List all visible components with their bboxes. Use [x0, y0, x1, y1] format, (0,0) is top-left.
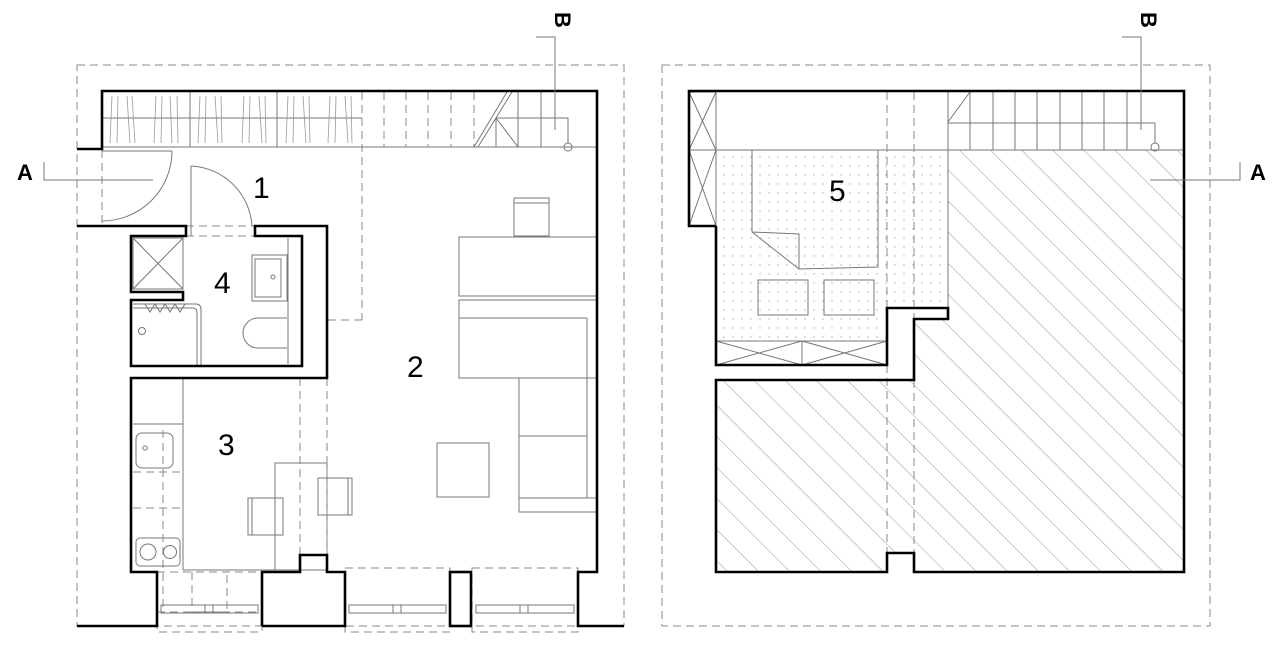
wardrobe: [102, 92, 597, 148]
room-label-3: 3: [218, 429, 235, 462]
entrance-door: [101, 150, 173, 226]
section-label-b: B: [550, 12, 575, 28]
plot-boundary: [76, 64, 625, 627]
storage-bottom: [715, 340, 888, 366]
section-marker-b-right: B: [1122, 12, 1161, 130]
bathroom-door: [186, 165, 255, 237]
room-label-1: 1: [253, 172, 270, 205]
bed: [751, 150, 879, 270]
shower: [132, 237, 184, 290]
section-marker-a-right: A: [1150, 160, 1266, 185]
coffee-table: [436, 442, 490, 498]
staircase: [327, 91, 573, 321]
staircase: [947, 91, 1160, 152]
walls: [687, 89, 1186, 574]
walls: [77, 89, 624, 628]
ground-floor-plan: 1 2 3 4 A B: [17, 12, 625, 633]
kitchen-counter: [133, 378, 300, 612]
section-marker-a-left: A: [17, 160, 153, 185]
mezzanine-plan: 5 A B: [661, 12, 1266, 627]
bathtub: [133, 303, 202, 366]
room-label-4: 4: [214, 267, 231, 300]
sink: [251, 254, 288, 302]
void-hatch: [716, 150, 1184, 572]
section-label-b: B: [1136, 12, 1161, 28]
hob: [135, 537, 181, 567]
toilet: [242, 238, 289, 364]
sofa: [458, 299, 598, 513]
dining-table: [157, 378, 353, 613]
desk: [458, 236, 598, 297]
windows: [156, 567, 579, 633]
loft-floor: [716, 150, 948, 340]
kitchen-sink: [135, 432, 174, 469]
nightstand: [757, 279, 809, 316]
room-label-5: 5: [829, 175, 846, 208]
nightstand: [823, 279, 875, 316]
room-label-2: 2: [407, 351, 424, 384]
plot-boundary: [661, 64, 1211, 627]
storage-left: [688, 91, 717, 227]
section-label-a: A: [17, 160, 33, 185]
section-label-a: A: [1250, 160, 1266, 185]
desk-chair: [513, 197, 550, 237]
section-marker-b-left: B: [536, 12, 575, 130]
